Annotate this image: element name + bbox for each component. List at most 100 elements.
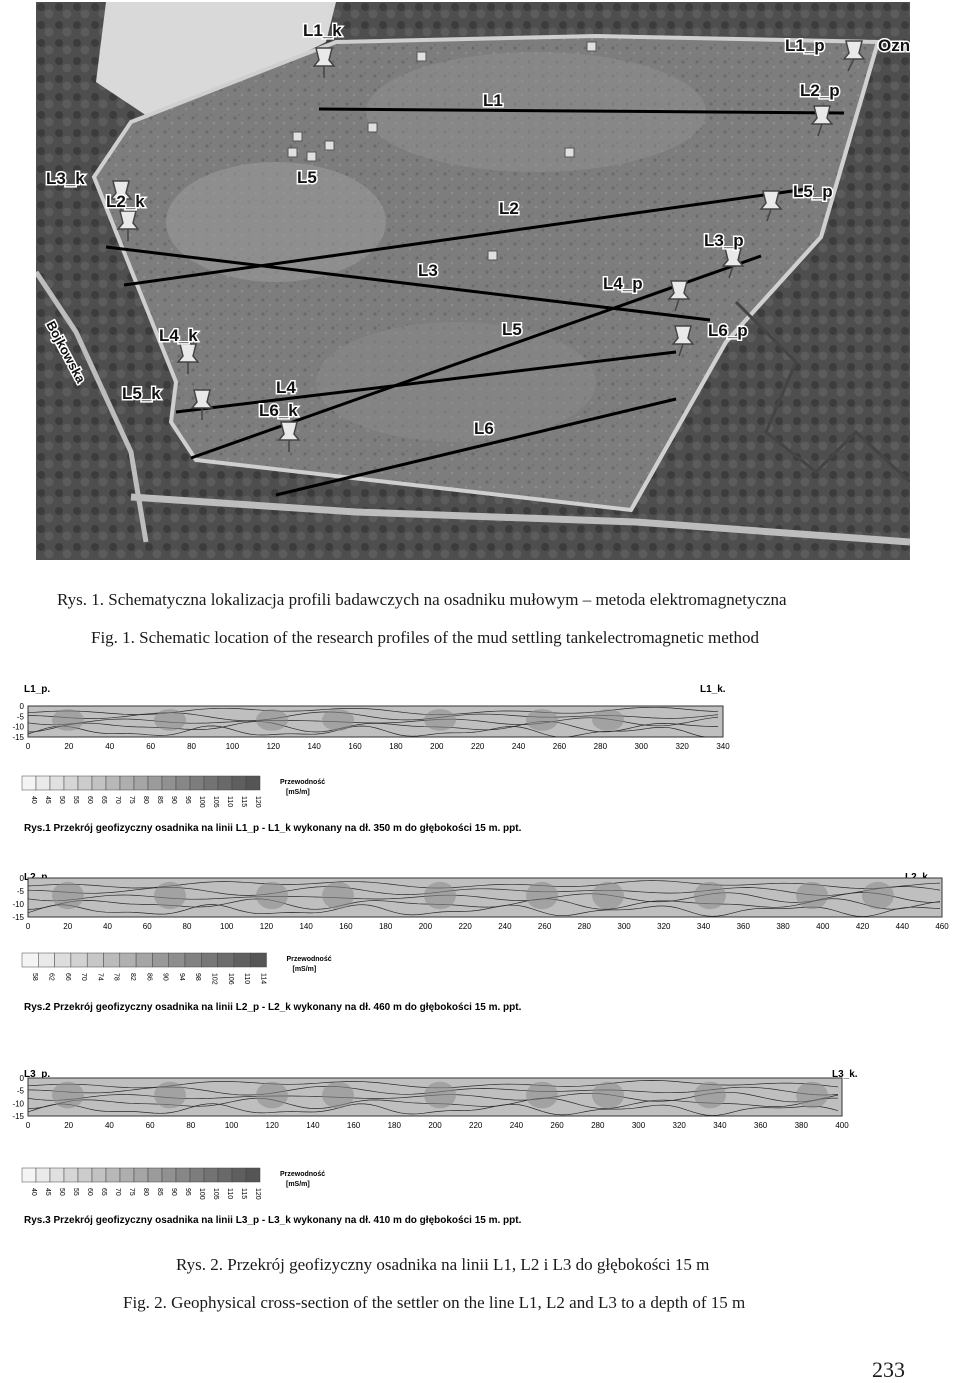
conductivity-anomaly — [796, 1081, 828, 1109]
distance-tick-label: 60 — [143, 922, 152, 931]
legend-swatch — [91, 1167, 107, 1183]
conductivity-anomaly — [322, 709, 354, 731]
legend-swatch — [189, 775, 205, 791]
pushpin-icon-group — [109, 40, 866, 452]
legend-value-label: 65 — [100, 1188, 107, 1196]
sand-area — [96, 2, 336, 122]
distance-tick-label: 180 — [388, 1121, 402, 1130]
conductivity-anomaly — [154, 1081, 186, 1109]
legend-value-label: 110 — [226, 796, 233, 807]
legend-swatch — [21, 952, 39, 968]
map-label-line: L5 — [297, 168, 317, 187]
contour-line — [27, 904, 941, 917]
figure1-caption-en: Fig. 1. Schematic location of the resear… — [91, 628, 759, 647]
distance-tick-label: 280 — [578, 922, 592, 931]
legend-swatch — [86, 952, 104, 968]
legend-swatch — [77, 1167, 93, 1183]
legend-swatch — [184, 952, 202, 968]
distance-tick-label: 140 — [306, 1121, 320, 1130]
distance-tick-label: 80 — [186, 1121, 195, 1130]
legend-value-label: 78 — [113, 973, 120, 981]
map-label-endpoint: L6_p — [708, 321, 748, 340]
conductivity-anomaly — [256, 709, 288, 731]
distance-tick-label: 380 — [795, 1121, 809, 1130]
distance-tick-label: 40 — [105, 1121, 114, 1130]
distance-tick-label: 0 — [26, 742, 31, 751]
legend-value-label: 90 — [170, 796, 177, 804]
map-label-line: L4 — [276, 378, 296, 397]
map-label-endpoint: L5_k — [122, 384, 161, 403]
distance-tick-label: 420 — [856, 922, 870, 931]
map-label-endpoint: L1_k — [303, 21, 342, 40]
distance-tick-label: 200 — [430, 742, 444, 751]
legend-value-label: 86 — [145, 973, 152, 981]
legend-value-label: 105 — [212, 1188, 219, 1200]
legend-value-label: 90 — [170, 1188, 177, 1196]
figure2-caption-en: Fig. 2. Geophysical cross-section of the… — [123, 1293, 746, 1312]
legend-value-label: 80 — [142, 796, 149, 804]
map-label-line: L1 — [483, 91, 503, 110]
legend-swatch — [217, 1167, 233, 1183]
map-label-endpoint: Ozn — [878, 36, 910, 55]
distance-tick-label: 220 — [458, 922, 472, 931]
legend-value-label: 102 — [210, 973, 217, 985]
aerial-map-svg: L1_k L1_p Ozn L2_p L3_k L2_k L5_p L3_p L… — [36, 2, 910, 560]
distance-tick-label: 340 — [697, 922, 711, 931]
light-patch — [166, 162, 386, 282]
distance-tick-label: 400 — [816, 922, 830, 931]
distance-tick-label: 60 — [146, 1121, 155, 1130]
distance-tick-label: 40 — [105, 742, 114, 751]
contour-line — [27, 1103, 839, 1116]
conductivity-anomaly — [592, 1081, 624, 1109]
distance-tick-label: 440 — [896, 922, 910, 931]
contour-line — [27, 725, 718, 738]
legend-swatch — [119, 775, 135, 791]
distance-tick-label: 220 — [471, 742, 485, 751]
distance-tick-label: 140 — [299, 922, 313, 931]
legend-swatch — [119, 952, 137, 968]
conductivity-anomaly — [424, 709, 456, 731]
legend-swatch — [135, 952, 153, 968]
legend-value-label: 95 — [184, 796, 191, 804]
legend-swatch — [175, 1167, 191, 1183]
figure1-caption-pl: Rys. 1. Schematyczna lokalizacja profili… — [57, 590, 787, 609]
conductivity-anomaly — [322, 1081, 354, 1109]
conductivity-anomaly — [592, 709, 624, 731]
distance-tick-label: 160 — [339, 922, 353, 931]
depth-tick-label: 0 — [20, 874, 25, 883]
map-label-line: L2 — [499, 199, 519, 218]
depth-tick-label: -10 — [12, 723, 24, 732]
page-number: 233 — [872, 1357, 905, 1382]
legend-swatch — [119, 1167, 135, 1183]
map-label-line: L6 — [474, 419, 494, 438]
legend-unit: [mS/m] — [286, 789, 310, 796]
legend-swatch — [231, 1167, 247, 1183]
legend-swatch — [63, 1167, 79, 1183]
legend-swatch — [21, 775, 37, 791]
distance-tick-label: 120 — [266, 1121, 280, 1130]
depth-tick-label: -5 — [17, 712, 25, 721]
map-label-line: L5 — [502, 320, 522, 339]
distance-tick-label: 100 — [220, 922, 234, 931]
legend-value-label: 115 — [240, 1188, 247, 1199]
conductivity-anomaly — [694, 881, 726, 910]
legend-value-label: 58 — [31, 973, 38, 981]
east-dike — [629, 41, 880, 511]
legend-swatch — [133, 775, 149, 791]
depth-tick-label: 0 — [20, 702, 25, 711]
legend-swatch — [49, 1167, 65, 1183]
legend-swatch — [49, 775, 65, 791]
distance-tick-label: 240 — [498, 922, 512, 931]
distance-tick-label: 360 — [754, 1121, 768, 1130]
legend-swatch — [54, 952, 72, 968]
legend-value-label: 74 — [96, 973, 103, 981]
distance-tick-label: 20 — [63, 922, 72, 931]
profile-title: Rys.3 Przekrój geofizyczny osadnika na l… — [24, 1215, 522, 1226]
distance-tick-label: 400 — [835, 1121, 849, 1130]
map-label-endpoint: L6_k — [259, 401, 298, 420]
legend-value-label: 82 — [129, 973, 136, 981]
depth-tick-label: -5 — [17, 887, 25, 896]
conductivity-anomaly — [256, 1081, 288, 1109]
conductivity-anomaly — [424, 1081, 456, 1109]
